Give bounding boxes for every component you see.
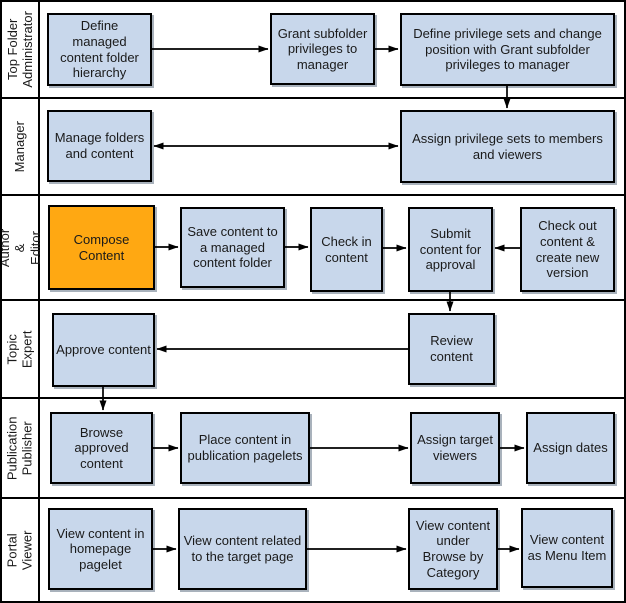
lane-label-text: Top Folder Administrator — [4, 11, 36, 88]
box-save-content: Save content to a managed content folder — [180, 207, 285, 288]
box-label: Save content to a managed content folder — [187, 224, 278, 271]
box-view-browse-category: View content under Browse by Category — [408, 508, 498, 590]
box-submit-approval: Submit content for approval — [408, 207, 493, 292]
box-view-menu-item: View content as Menu Item — [521, 508, 613, 588]
box-label: Review content — [430, 333, 473, 364]
swimlane-separator — [2, 194, 624, 196]
box-label: Check out content & create new version — [535, 218, 600, 281]
box-view-homepage: View content in homepage pagelet — [48, 508, 153, 590]
box-label: Define privilege sets and change positio… — [413, 26, 602, 73]
box-check-in: Check in content — [310, 207, 383, 292]
box-label: Check in content — [321, 233, 372, 265]
lane-label-text: Manager — [12, 120, 28, 173]
box-label: Grant subfolder privileges to manager — [277, 25, 368, 72]
lane-label-top-folder-administrator: Top Folder Administrator — [2, 2, 38, 97]
lane-label-publication-publisher: Publication Publisher — [2, 399, 38, 497]
box-label: Manage folders and content — [54, 130, 145, 161]
box-label: Assign target viewers — [417, 432, 493, 463]
box-label: Assign privilege sets to members and vie… — [412, 130, 603, 162]
box-check-out: Check out content & create new version — [520, 207, 615, 292]
box-place-content: Place content in publication pagelets — [180, 412, 310, 484]
lane-label-text: Portal Viewer — [4, 530, 35, 570]
box-approve-content: Approve content — [52, 313, 155, 387]
lane-label-author-editor: Author & Editor — [2, 196, 43, 299]
lane-label-manager: Manager — [2, 99, 38, 194]
box-assign-privilege-sets: Assign privilege sets to members and vie… — [400, 110, 615, 183]
swimlane-separator — [2, 299, 624, 301]
swimlane-separator — [2, 397, 624, 399]
box-assign-viewers: Assign target viewers — [410, 412, 500, 484]
box-label: Define managed content folder hierarchy — [60, 18, 139, 81]
box-label: Approve content — [56, 342, 151, 358]
box-view-related: View content related to the target page — [178, 508, 307, 590]
box-label: Browse approved content — [74, 424, 129, 471]
box-assign-dates: Assign dates — [526, 412, 615, 484]
box-define-privilege-sets: Define privilege sets and change positio… — [400, 13, 615, 86]
box-label: View content in homepage pagelet — [56, 525, 145, 572]
lane-label-divider — [38, 2, 40, 601]
box-label: Assign dates — [533, 440, 608, 456]
box-label: View content related to the target page — [183, 533, 302, 564]
box-review-content: Review content — [408, 313, 495, 385]
lane-label-topic-expert: Topic Expert — [2, 301, 38, 397]
lane-label-portal-viewer: Portal Viewer — [2, 499, 38, 601]
lane-label-text: Publication Publisher — [4, 416, 36, 480]
lane-label-text: Author & Editor — [0, 228, 43, 267]
box-grant-privileges: Grant subfolder privileges to manager — [270, 13, 375, 85]
box-label: Submit content for approval — [419, 226, 482, 273]
box-compose-content: Compose Content — [48, 205, 155, 290]
box-label: View content as Menu Item — [527, 532, 607, 563]
swimlane-separator — [2, 97, 624, 99]
box-label: Place content in publication pagelets — [187, 432, 303, 463]
box-manage-folders: Manage folders and content — [47, 110, 152, 182]
box-label: Compose Content — [73, 231, 130, 263]
box-define-hierarchy: Define managed content folder hierarchy — [47, 13, 152, 86]
box-label: View content under Browse by Category — [415, 517, 491, 580]
box-browse-approved: Browse approved content — [50, 412, 153, 484]
swimlane-separator — [2, 497, 624, 499]
lane-label-text: Topic Expert — [4, 330, 36, 368]
